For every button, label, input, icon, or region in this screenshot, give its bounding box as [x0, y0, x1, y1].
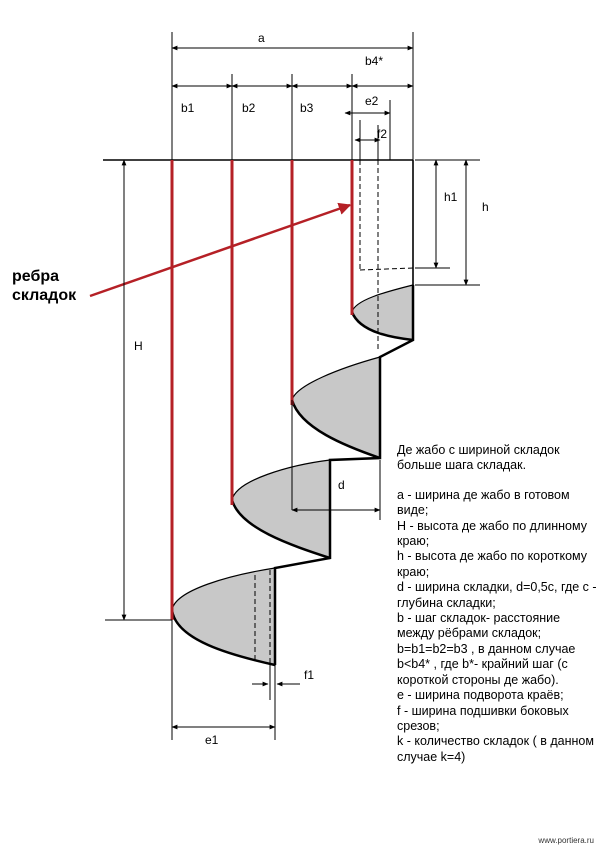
- legend-item-f: f - ширина подшивки боковых срезов;: [397, 703, 569, 733]
- fold-pocket-1: [351, 284, 414, 341]
- label-e2: e2: [365, 94, 379, 108]
- watermark: www.portiera.ru: [538, 836, 594, 845]
- label-h1: h1: [444, 190, 458, 204]
- legend-text-block: Де жабо с шириной складок больше шага ск…: [397, 443, 597, 765]
- legend-heading-line2: больше шага складак.: [397, 458, 527, 473]
- label-ribs-line2: складок: [12, 287, 77, 304]
- label-b4: b4*: [365, 54, 383, 68]
- legend-item-h: h - высота де жабо по короткому краю;: [397, 549, 588, 579]
- label-b3: b3: [300, 101, 314, 115]
- legend-item-b: b - шаг складок- расстояние между рёбрам…: [397, 611, 576, 687]
- jabot-outline-bottom: [273, 285, 415, 665]
- legend-item-e: e - ширина подворота краёв;: [397, 688, 564, 703]
- label-h: h: [482, 200, 489, 214]
- legend-item-d: d - ширина складки, d=0,5c, где c - глуб…: [397, 580, 597, 610]
- label-e1: e1: [205, 733, 219, 747]
- label-f2: f2: [377, 127, 387, 141]
- label-ribs-line1: ребра: [12, 268, 59, 285]
- ribs-pointer-arrow: [89, 202, 352, 298]
- label-f1: f1: [304, 668, 314, 682]
- legend-item-H: H - высота де жабо по длинному краю;: [397, 518, 587, 549]
- fold-pocket-2: [291, 356, 381, 459]
- label-a: a: [258, 31, 265, 45]
- legend-item-a: a - ширина де жабо в готовом виде;: [397, 487, 570, 518]
- label-b2: b2: [242, 101, 256, 115]
- fold-ribs: [170, 160, 354, 620]
- label-d: d: [338, 478, 345, 492]
- legend-heading-line1: Де жабо с шириной складок: [397, 443, 560, 457]
- turnup-dashed-lines: [254, 160, 414, 663]
- fold-pockets: [171, 284, 414, 666]
- dimension-lines: [105, 32, 480, 740]
- legend-item-k: k - количество складок ( в данном случае…: [397, 734, 594, 764]
- label-b1: b1: [181, 101, 195, 115]
- label-H: H: [134, 339, 143, 353]
- jabot-outer-curve: [170, 311, 414, 667]
- legend-heading: Де жабо с шириной складок больше шага ск…: [397, 443, 597, 474]
- fold-pocket-3: [231, 459, 331, 559]
